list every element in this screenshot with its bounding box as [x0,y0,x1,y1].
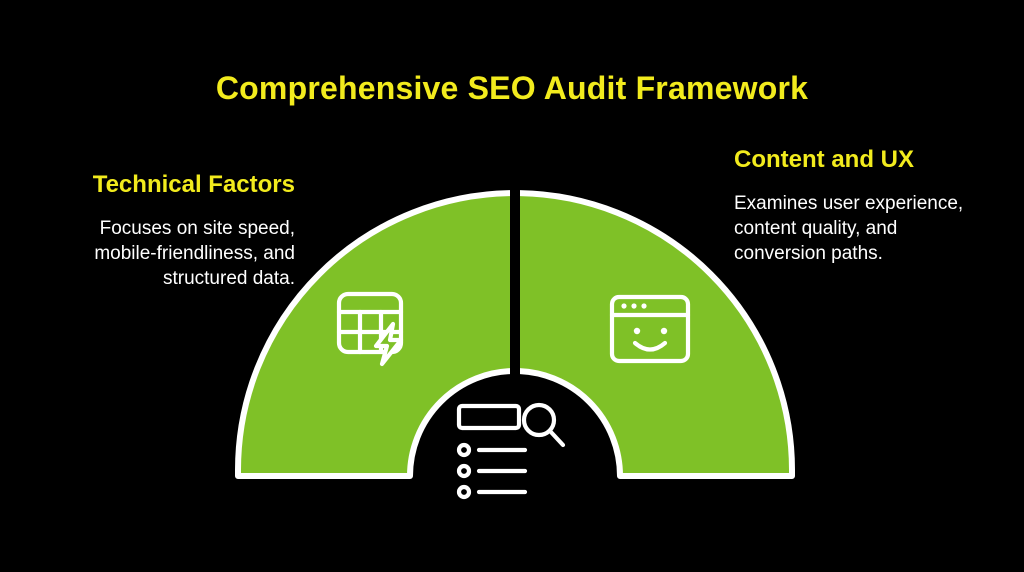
page-title: Comprehensive SEO Audit Framework [215,70,809,106]
browser-dots-icon [621,303,647,309]
smiley-mouth-icon [632,340,668,352]
magnifier-handle-icon [547,428,566,448]
left-block-heading: Technical Factors [92,171,295,198]
right-block-heading: Content and UX [734,146,914,173]
left-text-block: Technical Factors Focuses on site speed,… [35,170,295,291]
table-lightning-icon [336,291,404,367]
right-block-body: Examines user experience, content qualit… [734,193,964,264]
segment-divider [510,187,520,487]
lightning-bolt-icon [373,321,404,367]
semicircle-diagram [233,187,797,493]
search-results-icon [456,402,566,500]
browser-smiley-icon [609,294,691,364]
left-block-body: Focuses on site speed, mobile-friendline… [94,218,295,289]
search-box-icon [456,403,522,431]
smiley-eyes-icon [633,327,668,335]
right-text-block: Content and UX Examines user experience,… [734,145,974,266]
magnifier-lens-icon [521,402,557,438]
